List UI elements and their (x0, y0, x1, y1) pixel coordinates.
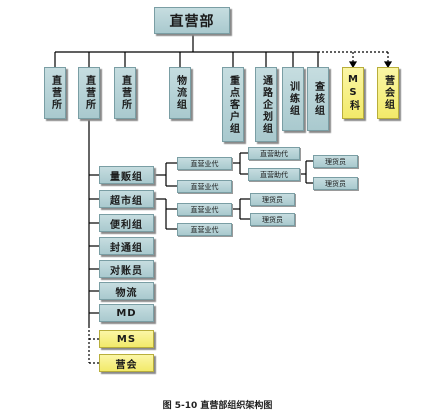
node-sales-meeting-group: 营会组 (377, 67, 399, 119)
node-agent: 直营业代 (177, 223, 232, 236)
node-direct-office-2: 直营所 (78, 67, 100, 119)
root-node: 直营部 (154, 7, 230, 34)
node-stock-clerk: 理货员 (250, 193, 295, 206)
node-supermarket-group: 超市组 (99, 190, 154, 208)
node-assistant: 直营助代 (248, 147, 300, 160)
node-direct-office-3: 直营所 (114, 67, 136, 119)
dotted-connector (88, 326, 99, 364)
node-stock-clerk: 理货员 (250, 213, 295, 226)
node-key-account-group: 重点客户组 (222, 67, 244, 142)
node-closed-channel-group: 封通组 (99, 237, 154, 255)
node-assistant: 直营助代 (248, 168, 300, 181)
node-convenience-group: 便利组 (99, 214, 154, 232)
node-channel-planning-group: 通路企划组 (255, 67, 277, 142)
node-stock-clerk: 理货员 (313, 177, 358, 190)
node-audit-group: 查核组 (307, 67, 329, 131)
node-reconciliation-clerk: 对账员 (99, 260, 154, 278)
figure-caption: 图 5-10 直营部组织架构图 (162, 401, 273, 411)
node-sales-meeting: 营会 (99, 354, 154, 372)
node-md: MD (99, 304, 154, 322)
node-logistics-group: 物流组 (169, 67, 191, 119)
node-logistics: 物流 (99, 282, 154, 300)
node-agent: 直营业代 (177, 203, 232, 216)
node-agent: 直营业代 (177, 157, 232, 170)
node-hypermarket-group: 量贩组 (99, 166, 154, 184)
node-ms: MS (99, 330, 154, 348)
node-direct-office-1: 直营所 (44, 67, 66, 119)
node-agent: 直营业代 (177, 180, 232, 193)
arrowhead (348, 61, 393, 69)
node-ms-section: MS科 (342, 67, 364, 119)
node-training-group: 训练组 (282, 67, 304, 131)
node-stock-clerk: 理货员 (313, 155, 358, 168)
